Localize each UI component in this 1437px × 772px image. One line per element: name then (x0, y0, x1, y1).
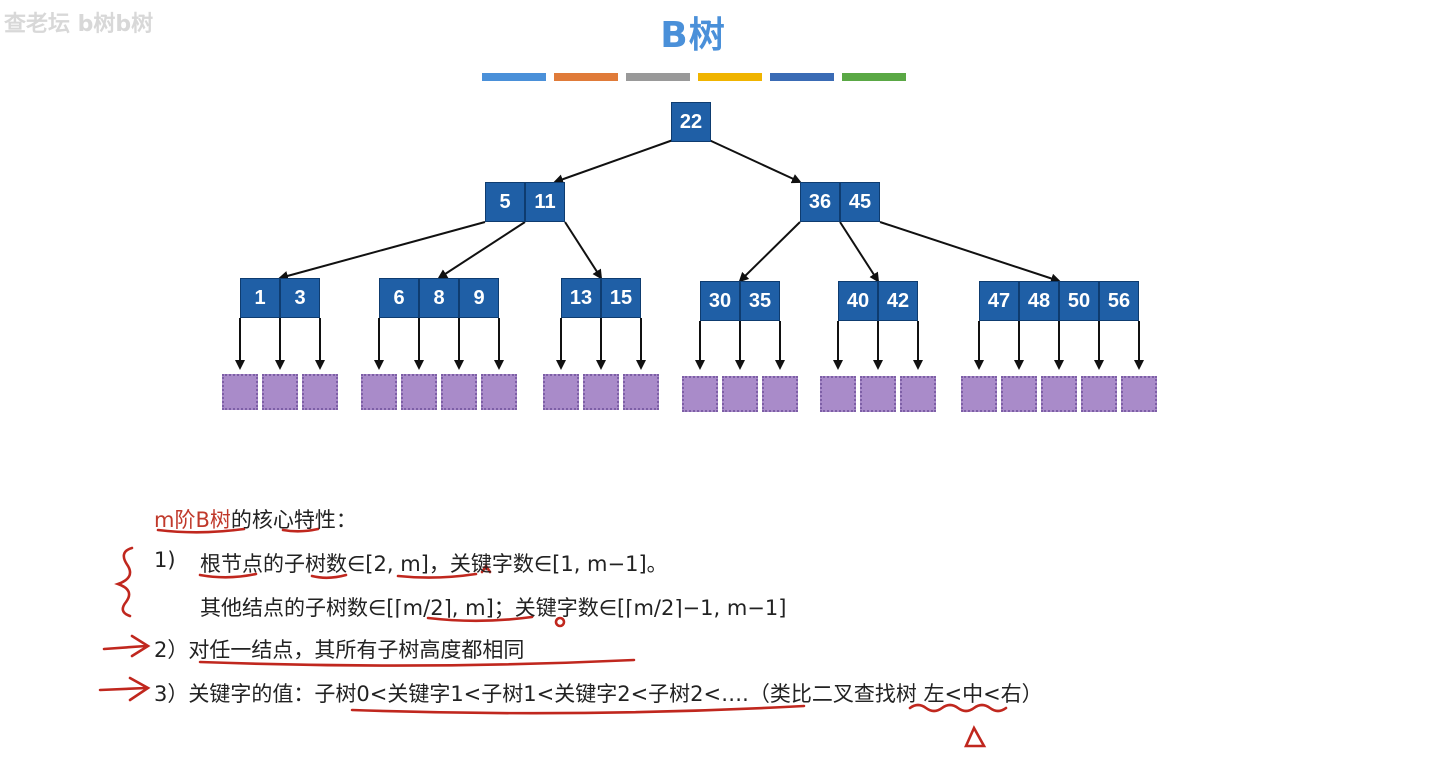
root-node-key-22: 22 (671, 102, 711, 142)
level2-node-5-key-42: 42 (878, 281, 918, 321)
leaf-node (1081, 376, 1117, 412)
annot-underline-core (281, 527, 320, 533)
leaf-node (481, 374, 517, 410)
edge-l1-2-child-2 (839, 221, 880, 283)
leaf-node (441, 374, 477, 410)
leaf-node (722, 376, 758, 412)
leaf-node (401, 374, 437, 410)
level2-node-6-key-56: 56 (1099, 281, 1139, 321)
level1-node-2-key-36: 36 (800, 182, 840, 222)
annot-underline-range (396, 572, 478, 579)
color-bar-5 (770, 73, 834, 81)
edge-l1-2-child-3 (879, 221, 1061, 284)
level1-node-1-key-11: 11 (525, 182, 565, 222)
annot-mark (480, 563, 492, 574)
level1-node-1-key-5: 5 (485, 182, 525, 222)
edge-l1-1-child-2 (437, 221, 526, 280)
level1-node-2-key-45: 45 (840, 182, 880, 222)
annot-underline-2 (198, 658, 636, 667)
level2-node-4-key-35: 35 (740, 281, 780, 321)
edge-root-right (708, 139, 802, 184)
leaf-node (860, 376, 896, 412)
annot-arrow-3 (98, 676, 151, 702)
leaf-node (900, 376, 936, 412)
annot-underline-subtree (310, 573, 348, 580)
leaf-node (361, 374, 397, 410)
leaf-node (1001, 376, 1037, 412)
level2-node-2-key-9: 9 (459, 278, 499, 318)
leaf-node (1041, 376, 1077, 412)
handwritten-annotations (98, 527, 1008, 748)
level2-node-6-key-50: 50 (1059, 281, 1099, 321)
leaf-node (1121, 376, 1157, 412)
annot-underline-3 (350, 704, 806, 715)
level2-node-1-key-1: 1 (240, 278, 280, 318)
leaf-node (820, 376, 856, 412)
slide-title: B树 (660, 15, 726, 56)
level2-node-6-key-48: 48 (1019, 281, 1059, 321)
annot-underline-root (198, 572, 258, 579)
level2-node-3-key-13: 13 (561, 278, 601, 318)
level2-node-2-key-8: 8 (419, 278, 459, 318)
edge-l1-1-child-3 (564, 221, 603, 280)
leaf-node (623, 374, 659, 410)
leaf-node (682, 376, 718, 412)
color-bar-2 (554, 73, 618, 81)
annot-brace (114, 546, 134, 618)
level2-node-2-key-6: 6 (379, 278, 419, 318)
leaf-node (262, 374, 298, 410)
annot-squiggle (908, 703, 1008, 713)
leaf-node (302, 374, 338, 410)
edge-l1-2-child-1 (738, 221, 801, 283)
color-bar-1 (482, 73, 546, 81)
annot-arrow-2 (102, 634, 151, 658)
leaf-node (762, 376, 798, 412)
leaf-node (961, 376, 997, 412)
annot-circle (554, 616, 566, 628)
color-bar-3 (626, 73, 690, 81)
level2-node-4-key-30: 30 (700, 281, 740, 321)
leaf-node (543, 374, 579, 410)
edge-l1-1-child-1 (278, 221, 486, 281)
watermark: 查老坛 b树b树 (4, 12, 154, 37)
leaf-node (583, 374, 619, 410)
color-bar-4 (698, 73, 762, 81)
level2-node-1-key-3: 3 (280, 278, 320, 318)
annot-underline-other (426, 615, 534, 623)
edge-root-left (553, 139, 674, 185)
annot-triangle (963, 725, 987, 748)
annot-underline-heading (156, 527, 246, 534)
color-bar-6 (842, 73, 906, 81)
level2-node-6-key-47: 47 (979, 281, 1019, 321)
level2-node-5-key-40: 40 (838, 281, 878, 321)
level2-node-3-key-15: 15 (601, 278, 641, 318)
leaf-node (222, 374, 258, 410)
